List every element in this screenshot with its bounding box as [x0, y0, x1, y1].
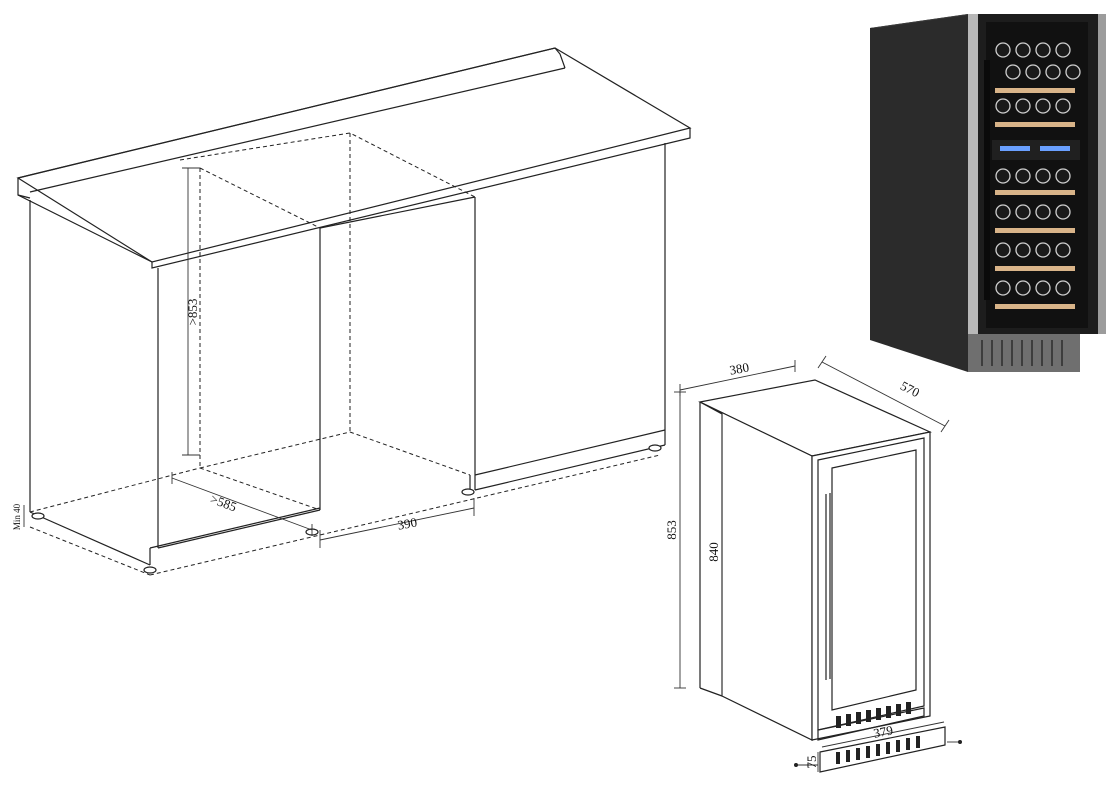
unit-total-height-label: 853 — [664, 520, 679, 540]
wine-cooler-photo — [870, 14, 1106, 372]
cabinet-foot — [648, 444, 662, 452]
cabinet-foot — [461, 488, 475, 496]
niche-depth-label: >585 — [208, 491, 238, 514]
niche-width-dimension: 390 — [319, 498, 475, 548]
unit-body-height-label: 840 — [706, 542, 721, 562]
wine-cooler-drawing: 380 570 853 840 379 75 — [664, 355, 962, 773]
kick-plate — [794, 726, 962, 773]
niche-height-dimension: >853 — [182, 167, 200, 456]
niche-width-label: 390 — [396, 514, 418, 532]
unit-body-height-dimension: 840 — [706, 414, 723, 696]
cabinet-foot — [31, 512, 45, 520]
kick-plate-width-dimension: 379 — [821, 721, 945, 748]
cabinet-foot — [143, 566, 157, 574]
min-gap-dimension: Min 40 — [12, 503, 25, 530]
niche-height-label: >853 — [185, 299, 200, 326]
kitchen-counter-drawing: >853 >585 390 Min 40 — [12, 47, 692, 576]
unit-depth-label: 570 — [898, 378, 922, 400]
unit-width-label: 380 — [728, 359, 750, 377]
kick-plate-width-label: 379 — [872, 722, 894, 740]
kick-plate-height-dimension: 75 — [804, 752, 819, 772]
unit-total-height-dimension: 853 — [664, 391, 686, 689]
kick-plate-height-label: 75 — [804, 756, 819, 769]
countertop — [16, 47, 692, 263]
unit-width-dimension: 380 — [679, 359, 796, 396]
min-gap-label: Min 40 — [12, 503, 22, 530]
